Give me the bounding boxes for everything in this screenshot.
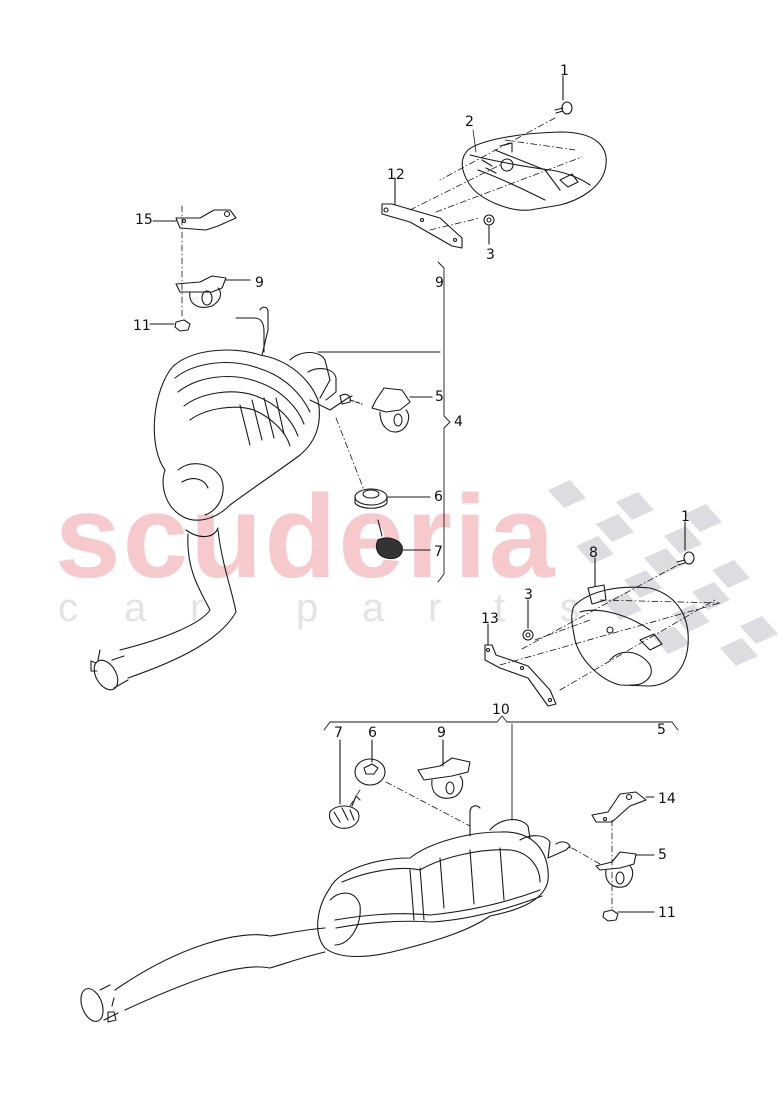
callout-label: 12 — [387, 167, 405, 183]
part-nut-3-lower — [522, 599, 534, 641]
part-nut-11-upper — [149, 319, 191, 332]
callout-label: 1 — [560, 63, 569, 79]
part-tailpipe-upper — [90, 527, 237, 691]
part-nut-11-lower — [602, 909, 655, 922]
watermark-brand: scuderia — [55, 471, 557, 603]
callout-label: 9 — [437, 725, 446, 741]
part-connector-7-lower — [328, 739, 361, 829]
callout-label: 11 — [658, 905, 676, 921]
part-grommet-6-lower — [354, 739, 386, 786]
part-mount-5-upper — [339, 387, 433, 433]
watermark-tagline-letter: a — [124, 586, 147, 630]
part-bracket-14 — [591, 791, 655, 823]
callout-label: 8 — [589, 545, 598, 561]
part-screw-1-upper — [554, 75, 573, 115]
callout-label: 6 — [434, 489, 443, 505]
callout-label: 5 — [435, 389, 444, 405]
callout-label: 10 — [492, 702, 510, 718]
part-tailpipe-lower — [80, 927, 326, 1023]
part-clip-8 — [587, 557, 607, 605]
part-bracket-13 — [484, 623, 557, 707]
callout-label: 5 — [657, 722, 666, 738]
watermark-tagline-letter: r — [428, 586, 442, 630]
watermark-tagline-letter: c — [58, 586, 78, 630]
watermark-tagline-letter: a — [362, 586, 385, 630]
callout-label: 3 — [486, 247, 495, 263]
callout-label: 2 — [465, 114, 474, 130]
callout-label: 13 — [481, 611, 499, 627]
part-connector-7-upper — [375, 519, 431, 560]
watermark-tagline-letter: s — [560, 586, 580, 630]
assembly-lines-lower-2 — [349, 781, 613, 911]
callout-label: 6 — [368, 725, 377, 741]
callout-label: 15 — [135, 212, 153, 228]
part-nut-3-upper — [483, 214, 495, 245]
watermark-tagline-letter: t — [494, 586, 506, 630]
callout-label: 9 — [435, 275, 444, 291]
part-mount-5-lower — [595, 851, 655, 888]
callout-label: 3 — [524, 587, 533, 603]
watermark-tagline-letter: r — [190, 586, 204, 630]
part-bracket-12 — [381, 177, 463, 249]
callout-label: 4 — [454, 414, 463, 430]
callout-label: 7 — [334, 725, 343, 741]
assembly-lines-upper — [409, 117, 583, 231]
watermark-tagline-letter: p — [296, 586, 319, 630]
group-bracket-10 — [323, 715, 679, 821]
group-bracket-4 — [317, 261, 451, 583]
callout-label: 14 — [658, 791, 676, 807]
part-mount-9-upper — [175, 275, 251, 308]
callout-label: 7 — [434, 544, 443, 560]
callout-label: 5 — [658, 847, 667, 863]
callout-label: 11 — [133, 318, 151, 334]
callout-label: 1 — [681, 509, 690, 525]
part-muffler-upper — [153, 306, 353, 521]
leader-lines — [472, 129, 477, 153]
part-mount-9-lower — [417, 739, 471, 799]
part-muffler-lower — [317, 805, 571, 957]
part-grommet-6-upper — [354, 488, 431, 509]
part-screw-1-lower — [676, 521, 695, 566]
part-bracket-15 — [152, 209, 237, 231]
part-tailpipe-trim-upper — [461, 131, 607, 211]
assembly-lines-lower — [499, 565, 721, 691]
callout-label: 9 — [255, 275, 264, 291]
